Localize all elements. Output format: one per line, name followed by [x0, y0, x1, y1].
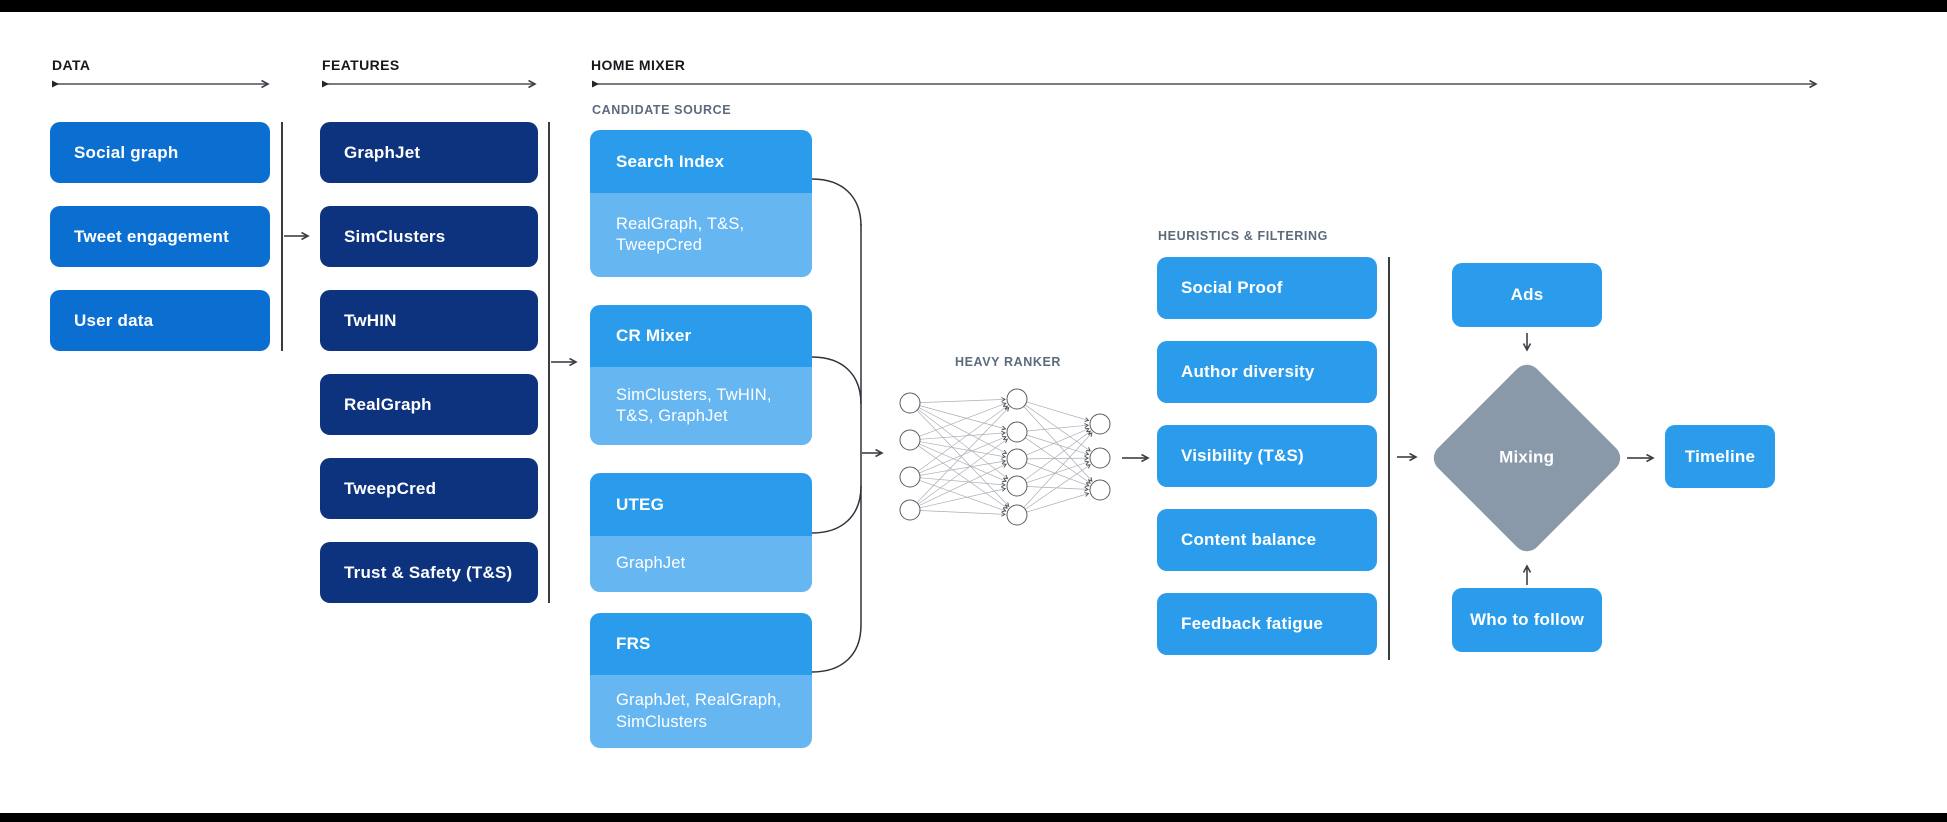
heavy-ranker-label: HEAVY RANKER — [954, 355, 1062, 369]
uteg-connector — [811, 485, 862, 534]
heuristics-filtering-label: HEURISTICS & FILTERING — [1158, 229, 1328, 243]
node-graphjet: GraphJet — [320, 122, 538, 183]
node-timeline: Timeline — [1665, 425, 1775, 488]
node-frs-features: GraphJet, RealGraph, SimClusters — [590, 675, 812, 748]
candidate-group-search-index: Search Index RealGraph, T&S, TweepCred — [590, 130, 812, 277]
node-cr-mixer-features: SimClusters, TwHIN, T&S, GraphJet — [590, 367, 812, 445]
node-social-graph: Social graph — [50, 122, 270, 183]
node-search-index: Search Index — [590, 130, 812, 193]
frs-connector — [811, 624, 862, 673]
node-cr-mixer: CR Mixer — [590, 305, 812, 367]
node-mixing-diamond: Mixing — [1428, 359, 1626, 557]
node-social-proof: Social Proof — [1157, 257, 1377, 319]
node-simclusters: SimClusters — [320, 206, 538, 267]
home-mixer-header-label: HOME MIXER — [591, 57, 686, 73]
node-uteg: UTEG — [590, 473, 812, 536]
node-visibility-ts: Visibility (T&S) — [1157, 425, 1377, 487]
bottom-black-bar — [0, 813, 1947, 822]
top-black-bar — [0, 0, 1947, 12]
node-search-index-features: RealGraph, T&S, TweepCred — [590, 193, 812, 277]
neural-network-diagram — [899, 388, 1111, 526]
node-ads: Ads — [1452, 263, 1602, 327]
node-tweepcred: TweepCred — [320, 458, 538, 519]
candidate-group-uteg: UTEG GraphJet — [590, 473, 812, 592]
node-tweet-engagement: Tweet engagement — [50, 206, 270, 267]
node-frs: FRS — [590, 613, 812, 675]
data-header-label: DATA — [52, 57, 91, 73]
node-author-diversity: Author diversity — [1157, 341, 1377, 403]
features-header-label: FEATURES — [322, 57, 400, 73]
node-realgraph: RealGraph — [320, 374, 538, 435]
cr-mixer-connector — [811, 356, 862, 405]
mixing-label: Mixing — [1499, 448, 1555, 467]
node-feedback-fatigue: Feedback fatigue — [1157, 593, 1377, 655]
node-user-data: User data — [50, 290, 270, 351]
node-uteg-features: GraphJet — [590, 536, 812, 592]
node-twhin: TwHIN — [320, 290, 538, 351]
candidate-group-cr-mixer: CR Mixer SimClusters, TwHIN, T&S, GraphJ… — [590, 305, 812, 445]
candidate-source-label: CANDIDATE SOURCE — [592, 103, 732, 117]
node-trust-safety: Trust & Safety (T&S) — [320, 542, 538, 603]
search-index-connector — [811, 178, 862, 227]
node-who-to-follow: Who to follow — [1452, 588, 1602, 652]
candidate-group-frs: FRS GraphJet, RealGraph, SimClusters — [590, 613, 812, 748]
node-content-balance: Content balance — [1157, 509, 1377, 571]
